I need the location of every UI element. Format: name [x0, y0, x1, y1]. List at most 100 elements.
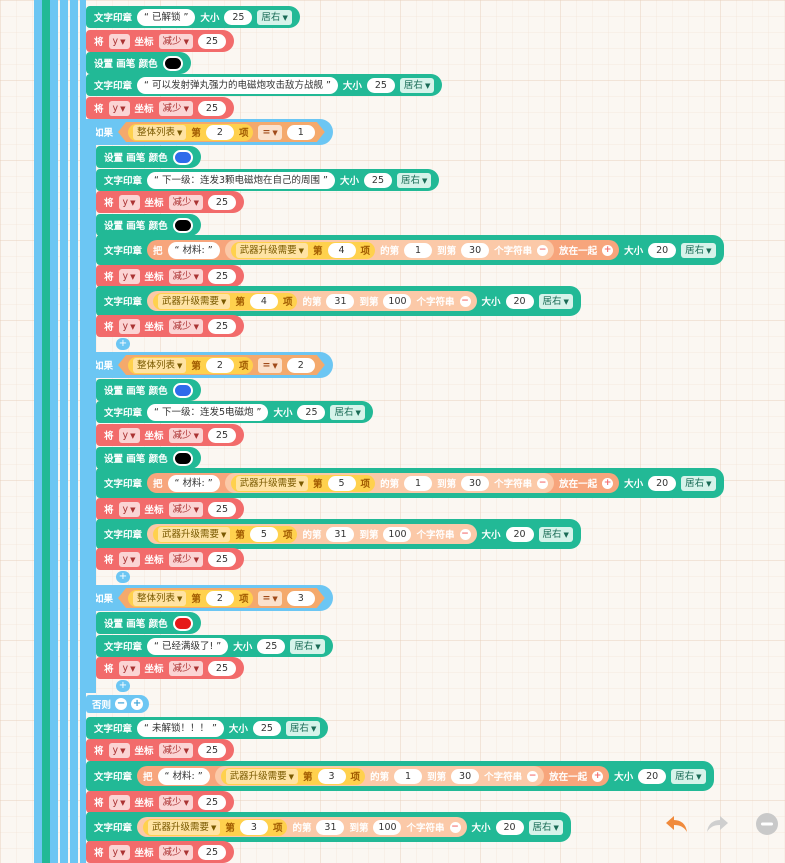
- index-value[interactable]: 2: [206, 358, 234, 373]
- stamp-text[interactable]: “ 下一级：连发3颗电磁炮在自己的周围 ”: [147, 171, 335, 189]
- change-y-block[interactable]: 将 y▼ 坐标 减少▼ 25: [86, 739, 234, 761]
- amount-value[interactable]: 25: [207, 501, 236, 517]
- compare-value[interactable]: 2: [287, 358, 315, 373]
- index-value[interactable]: 3: [239, 819, 268, 835]
- from-value[interactable]: 31: [326, 526, 355, 542]
- minus-icon[interactable]: −: [537, 477, 549, 489]
- axis-dropdown[interactable]: y▼: [108, 794, 130, 810]
- join-reporter[interactable]: 把 “ 材料: ” 武器升级需要▼ 第 5 项 的第 1 到第 30 个字符串 …: [147, 473, 620, 493]
- size-value[interactable]: 20: [648, 242, 677, 258]
- join-reporter[interactable]: 把 “ 材料: ” 武器升级需要▼ 第 4 项 的第 1 到第 30 个字符串 …: [147, 240, 620, 260]
- text-stamp-block[interactable]: 文字印章 “ 可以发射弹丸强力的电磁炮攻击敌方战舰 ” 大小 25 居右▼: [86, 74, 443, 96]
- join-text[interactable]: “ 材料: ”: [167, 241, 220, 259]
- op-dropdown[interactable]: 减少▼: [158, 33, 193, 49]
- zoom-out-button[interactable]: [754, 811, 780, 837]
- minus-icon[interactable]: −: [459, 528, 471, 540]
- add-branch-button[interactable]: +: [116, 571, 130, 583]
- size-value[interactable]: 20: [505, 526, 534, 542]
- axis-dropdown[interactable]: y▼: [118, 268, 140, 284]
- list-item-reporter[interactable]: 武器升级需要▼ 第 4 项: [230, 241, 376, 259]
- operator-dropdown[interactable]: =▼: [258, 591, 281, 606]
- align-dropdown[interactable]: 居右▼: [257, 9, 292, 25]
- stamp-text[interactable]: “ 未解锁！！！ ”: [137, 719, 224, 737]
- amount-value[interactable]: 25: [207, 551, 236, 567]
- text-stamp-substr-block[interactable]: 文字印章 武器升级需要▼ 第 5 项 的第 31 到第 100 个字符串 − 大…: [96, 519, 581, 549]
- amount-value[interactable]: 25: [207, 268, 236, 284]
- size-value[interactable]: 20: [495, 819, 524, 835]
- axis-dropdown[interactable]: y▼: [108, 100, 130, 116]
- condition-equals[interactable]: 整体列表▼ 第 2 项 =▼ 2: [118, 355, 325, 375]
- add-branch-button[interactable]: +: [116, 680, 130, 692]
- set-pen-color-block[interactable]: 设置 画笔 颜色: [96, 146, 201, 168]
- condition-equals[interactable]: 整体列表▼ 第 2 项 =▼ 1: [118, 122, 325, 142]
- amount-value[interactable]: 25: [197, 33, 226, 49]
- list-dropdown[interactable]: 整体列表▼: [133, 358, 186, 373]
- amount-value[interactable]: 25: [207, 427, 236, 443]
- axis-dropdown[interactable]: y▼: [118, 660, 140, 676]
- join-text[interactable]: “ 材料: ”: [167, 474, 220, 492]
- list-item-reporter[interactable]: 整体列表▼ 第 2 项: [128, 124, 253, 141]
- change-y-block[interactable]: 将 y▼ 坐标 减少▼ 25: [96, 191, 244, 213]
- change-y-block[interactable]: 将 y▼ 坐标 减少▼ 25: [96, 424, 244, 446]
- amount-value[interactable]: 25: [197, 100, 226, 116]
- size-value[interactable]: 20: [505, 293, 534, 309]
- from-value[interactable]: 1: [394, 768, 423, 784]
- op-dropdown[interactable]: 减少▼: [158, 794, 193, 810]
- minus-icon[interactable]: −: [459, 295, 471, 307]
- text-stamp-block[interactable]: 文字印章 “ 未解锁！！！ ” 大小 25 居右▼: [86, 717, 329, 739]
- plus-icon[interactable]: +: [131, 698, 144, 710]
- minus-icon[interactable]: −: [527, 770, 539, 782]
- text-stamp-substr-block[interactable]: 文字印章 武器升级需要▼ 第 4 项 的第 31 到第 100 个字符串 − 大…: [96, 286, 581, 316]
- join-text[interactable]: “ 材料: ”: [157, 767, 210, 785]
- compare-value[interactable]: 3: [287, 591, 315, 606]
- op-dropdown[interactable]: 减少▼: [168, 427, 203, 443]
- text-stamp-block[interactable]: 文字印章 “ 下一级：连发3颗电磁炮在自己的周围 ” 大小 25 居右▼: [96, 169, 440, 191]
- color-swatch[interactable]: [172, 615, 193, 631]
- list-item-reporter[interactable]: 武器升级需要▼ 第 3 项: [143, 818, 288, 836]
- op-dropdown[interactable]: 减少▼: [158, 844, 193, 860]
- text-stamp-block[interactable]: 文字印章 “ 下一级：连发5电磁炮 ” 大小 25 居右▼: [96, 401, 373, 423]
- to-value[interactable]: 30: [461, 242, 490, 258]
- from-value[interactable]: 31: [316, 819, 345, 835]
- minus-icon[interactable]: −: [537, 244, 549, 256]
- op-dropdown[interactable]: 减少▼: [168, 501, 203, 517]
- stamp-text[interactable]: “ 下一级：连发5电磁炮 ”: [147, 403, 269, 421]
- text-stamp-join-block[interactable]: 文字印章 把 “ 材料: ” 武器升级需要▼ 第 5 项 的第 1 到第 30 …: [96, 468, 724, 498]
- size-value[interactable]: 25: [257, 638, 286, 654]
- align-dropdown[interactable]: 居右▼: [290, 638, 325, 654]
- change-y-block[interactable]: 将 y▼ 坐标 减少▼ 25: [96, 265, 244, 287]
- color-swatch[interactable]: [162, 55, 183, 71]
- if-block[interactable]: 如果 整体列表▼ 第 2 项 =▼ 3: [86, 585, 333, 611]
- operator-dropdown[interactable]: =▼: [258, 125, 281, 140]
- op-dropdown[interactable]: 减少▼: [168, 268, 203, 284]
- op-dropdown[interactable]: 减少▼: [168, 551, 203, 567]
- size-value[interactable]: 20: [648, 475, 677, 491]
- index-value[interactable]: 4: [249, 293, 278, 309]
- list-item-reporter[interactable]: 整体列表▼ 第 2 项: [128, 590, 253, 607]
- align-dropdown[interactable]: 居右▼: [528, 819, 563, 835]
- amount-value[interactable]: 25: [207, 318, 236, 334]
- from-value[interactable]: 31: [326, 293, 355, 309]
- substring-reporter[interactable]: 武器升级需要▼ 第 5 项 的第 31 到第 100 个字符串 −: [147, 524, 477, 544]
- align-dropdown[interactable]: 居右▼: [399, 77, 435, 93]
- add-branch-button[interactable]: +: [116, 338, 130, 350]
- to-value[interactable]: 30: [461, 475, 490, 491]
- operator-dropdown[interactable]: =▼: [258, 358, 281, 373]
- condition-equals[interactable]: 整体列表▼ 第 2 项 =▼ 3: [118, 588, 325, 608]
- axis-dropdown[interactable]: y▼: [118, 501, 140, 517]
- index-value[interactable]: 5: [327, 475, 356, 491]
- align-dropdown[interactable]: 居右▼: [538, 526, 573, 542]
- substring-reporter[interactable]: 武器升级需要▼ 第 4 项 的第 1 到第 30 个字符串 −: [224, 240, 555, 260]
- if-block[interactable]: 如果 整体列表▼ 第 2 项 =▼ 2: [86, 352, 333, 378]
- plus-icon[interactable]: +: [592, 770, 604, 782]
- index-value[interactable]: 5: [249, 526, 278, 542]
- text-stamp-substr-block[interactable]: 文字印章 武器升级需要▼ 第 3 项 的第 31 到第 100 个字符串 − 大…: [86, 812, 571, 842]
- list-item-reporter[interactable]: 武器升级需要▼ 第 5 项: [230, 474, 376, 492]
- text-stamp-join-block[interactable]: 文字印章 把 “ 材料: ” 武器升级需要▼ 第 3 项 的第 1 到第 30 …: [86, 761, 714, 791]
- stamp-text[interactable]: “ 已经满级了! ”: [147, 637, 229, 655]
- list-dropdown[interactable]: 武器升级需要▼: [235, 242, 309, 258]
- align-dropdown[interactable]: 居右▼: [538, 293, 573, 309]
- list-item-reporter[interactable]: 武器升级需要▼ 第 4 项: [153, 292, 298, 310]
- list-dropdown[interactable]: 武器升级需要▼: [158, 293, 231, 309]
- size-value[interactable]: 25: [252, 720, 281, 736]
